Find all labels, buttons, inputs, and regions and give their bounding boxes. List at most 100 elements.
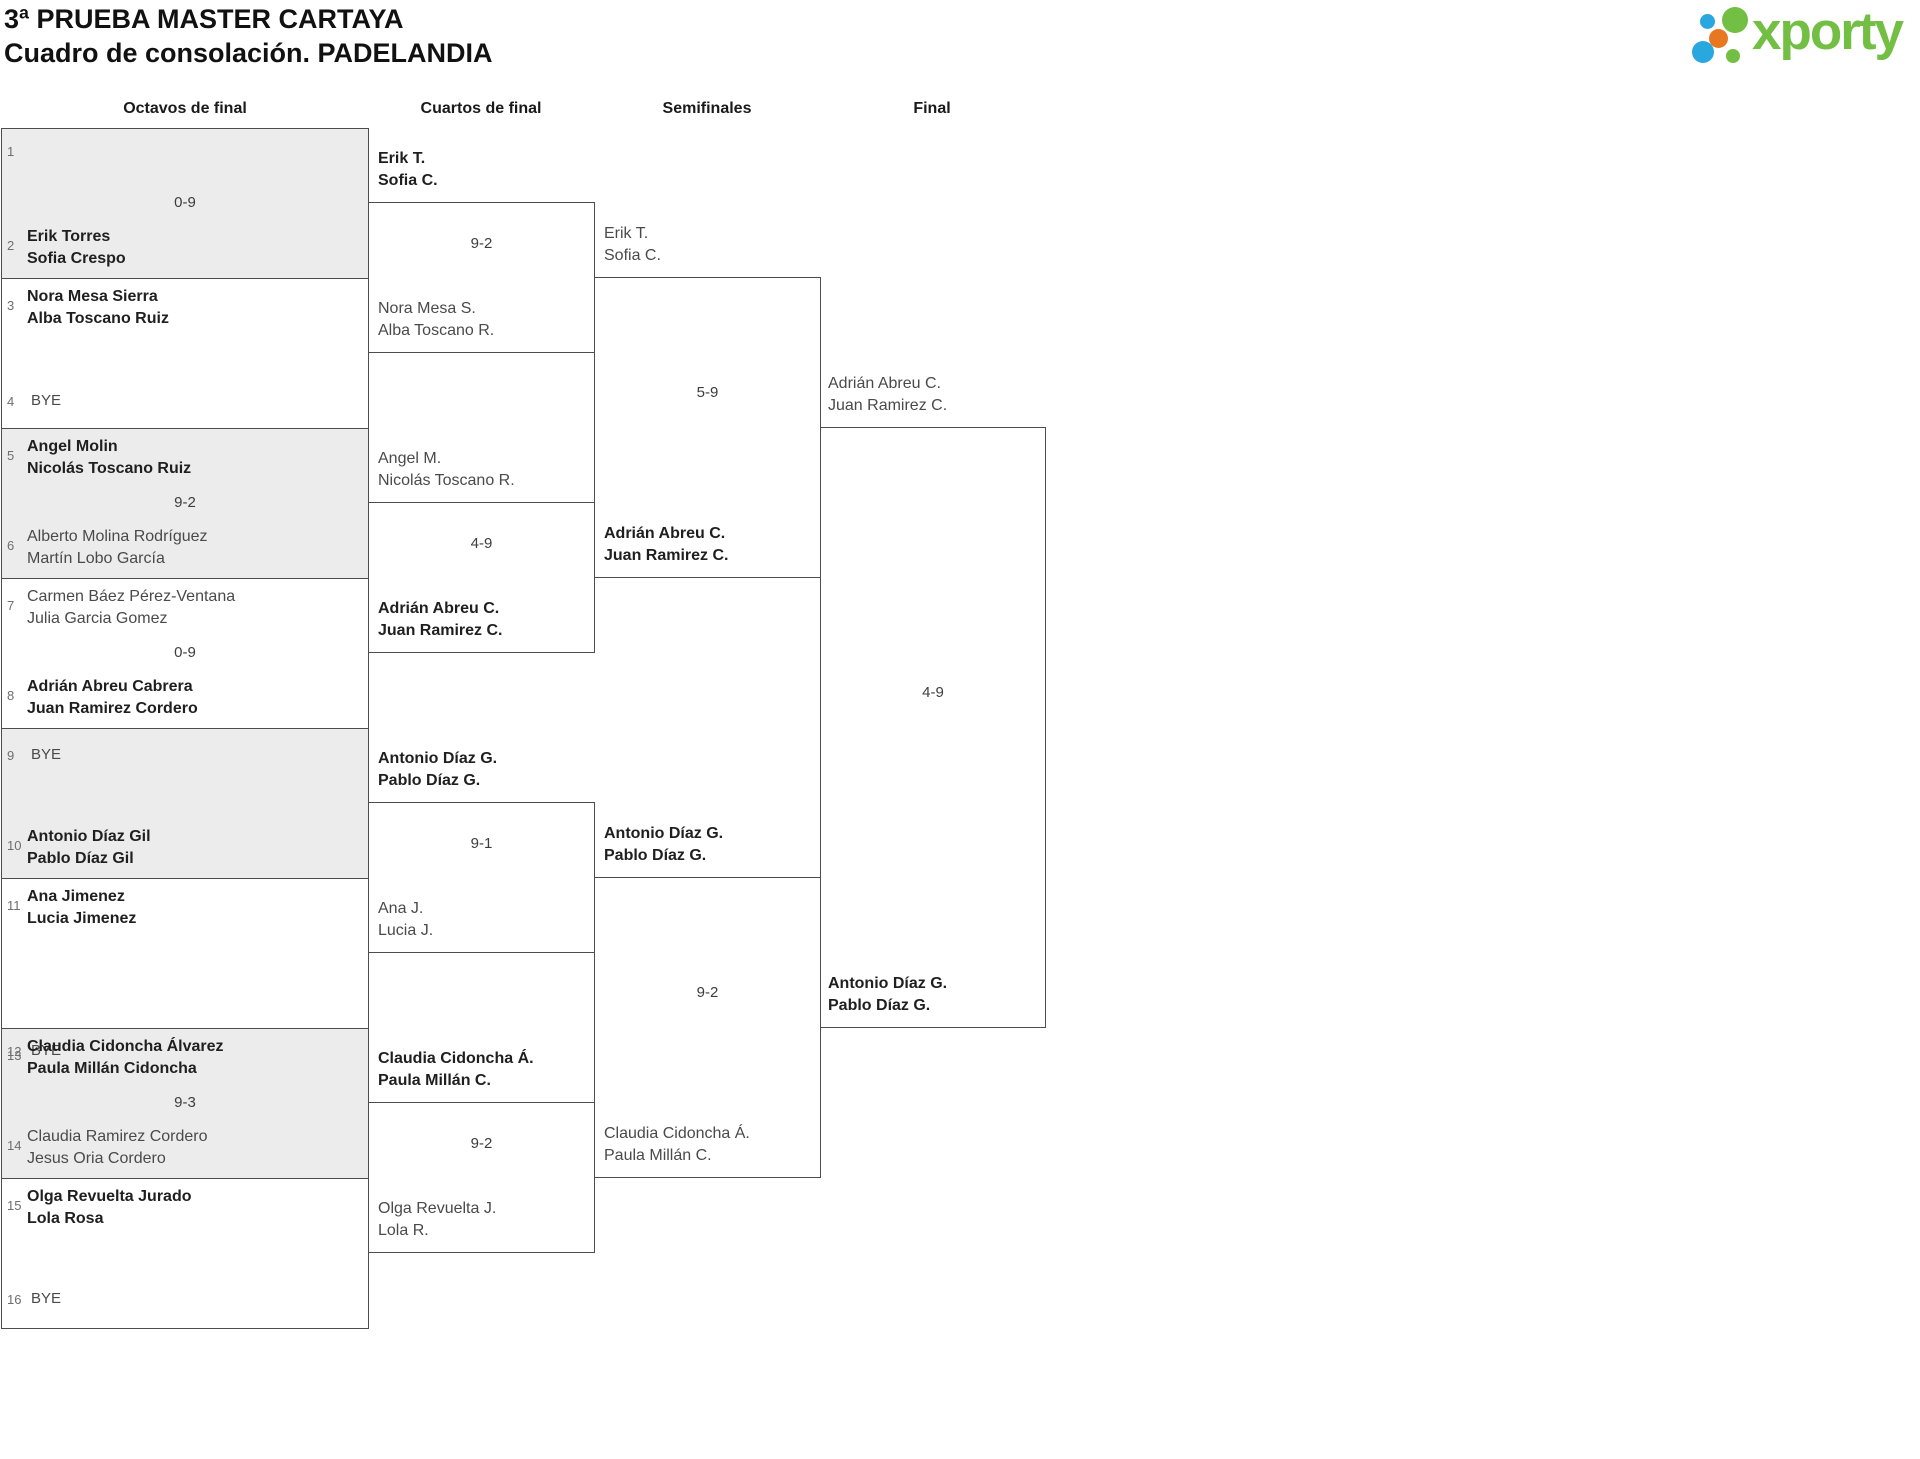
match-score: 0-9 [174, 644, 196, 661]
team-entry: Ana Jimenez Lucia Jimenez [27, 886, 136, 930]
team-entry: Adrián Abreu Cabrera Juan Ramirez Corder… [27, 676, 198, 720]
player-name: Ana J. [378, 900, 424, 917]
team-entry: Claudia Cidoncha Á. Paula Millán C. [604, 1123, 750, 1167]
player-name: Claudia Cidoncha Á. [378, 1050, 534, 1067]
bye-label: BYE [31, 392, 62, 409]
page-title: 3ª PRUEBA MASTER CARTAYA Cuadro de conso… [4, 2, 493, 70]
match-score: 9-1 [470, 835, 493, 852]
match-score: 5-9 [696, 384, 719, 401]
player-name: Antonio Díaz G. [828, 975, 948, 992]
player-name: Adrián Abreu C. [378, 600, 500, 617]
player-name: Lola R. [378, 1222, 429, 1239]
bye-label: BYE [31, 1042, 62, 1059]
player-name: Nora Mesa S. [378, 300, 476, 317]
player-name: Claudia Cidoncha Álvarez [27, 1038, 224, 1055]
player-name: Alba Toscano Ruiz [27, 310, 169, 327]
player-name: Alberto Molina Rodríguez [27, 528, 208, 545]
seed-number: 3 [7, 298, 15, 313]
player-name: Lola Rosa [27, 1210, 104, 1227]
match-score: 9-2 [470, 1135, 493, 1152]
player-name: Olga Revuelta J. [378, 1200, 497, 1217]
seed-number: 12 [7, 1044, 22, 1059]
round-header-cuartos: Cuartos de final [420, 100, 542, 117]
player-name: Lucia Jimenez [27, 910, 137, 927]
match-score: 9-2 [696, 984, 719, 1001]
player-name: Jesus Oria Cordero [27, 1150, 166, 1167]
player-name: Alba Toscano R. [378, 322, 495, 339]
team-entry: Alberto Molina Rodríguez Martín Lobo Gar… [27, 526, 208, 570]
team-entry: Nora Mesa Sierra Alba Toscano Ruiz [27, 286, 169, 330]
team-entry: Carmen Báez Pérez-Ventana Julia Garcia G… [27, 586, 235, 630]
team-entry: Olga Revuelta J. Lola R. [378, 1198, 496, 1242]
team-entry: Adrián Abreu C. Juan Ramirez C. [378, 598, 502, 642]
player-name: Angel Molin [27, 438, 118, 455]
match-score: 9-3 [174, 1094, 196, 1111]
team-entry: Antonio Díaz G. Pablo Díaz G. [828, 973, 947, 1017]
player-name: Adrián Abreu C. [604, 525, 726, 542]
player-name: Nicolás Toscano Ruiz [27, 460, 192, 477]
seed-number: 2 [7, 238, 15, 253]
player-name: Paula Millán Cidoncha [27, 1060, 197, 1077]
player-name: Ana Jimenez [27, 888, 125, 905]
page-title-line2: Cuadro de consolación. PADELANDIA [4, 38, 493, 68]
player-name: Pablo Díaz G. [604, 847, 707, 864]
team-entry: Angel Molin Nicolás Toscano Ruiz [27, 436, 191, 480]
player-name: Pablo Díaz G. [828, 997, 931, 1014]
team-entry: Antonio Díaz G. Pablo Díaz G. [378, 748, 497, 792]
player-name: Juan Ramirez C. [828, 397, 948, 414]
seed-number: 16 [7, 1292, 22, 1307]
player-name: Julia Garcia Gomez [27, 610, 168, 627]
player-name: Sofia C. [378, 172, 438, 189]
seed-number: 14 [7, 1138, 22, 1153]
seed-number: 5 [7, 448, 15, 463]
player-name: Juan Ramirez C. [378, 622, 503, 639]
team-entry: Erik T. Sofia C. [378, 148, 438, 192]
team-entry: Claudia Ramirez Cordero Jesus Oria Corde… [27, 1126, 208, 1170]
player-name: Claudia Ramirez Cordero [27, 1128, 208, 1145]
final-match-box [820, 427, 1046, 1028]
player-name: Paula Millán C. [378, 1072, 491, 1089]
player-name: Olga Revuelta Jurado [27, 1188, 192, 1205]
match-score: 9-2 [174, 494, 196, 511]
player-name: Claudia Cidoncha Á. [604, 1125, 750, 1142]
team-entry: Antonio Díaz Gil Pablo Díaz Gil [27, 826, 151, 870]
match-score: 9-2 [470, 235, 493, 252]
round-header-final: Final [913, 100, 951, 117]
team-entry: Claudia Cidoncha Álvarez Paula Millán Ci… [27, 1036, 224, 1080]
seed-number: 13 [7, 1048, 22, 1063]
seed-number: 7 [7, 598, 15, 613]
bye-label: BYE [31, 746, 62, 763]
player-name: Antonio Díaz G. [604, 825, 724, 842]
player-name: Adrián Abreu Cabrera [27, 678, 193, 695]
player-name: Lucia J. [378, 922, 434, 939]
team-entry: Ana J. Lucia J. [378, 898, 433, 942]
seed-number: 15 [7, 1198, 22, 1213]
player-name: Pablo Díaz G. [378, 772, 481, 789]
player-name: Paula Millán C. [604, 1147, 712, 1164]
team-entry: Adrián Abreu C. Juan Ramirez C. [828, 373, 947, 417]
player-name: Martín Lobo García [27, 550, 165, 567]
team-entry: Angel M. Nicolás Toscano R. [378, 448, 515, 492]
logo-wordmark: xporty [1752, 2, 1904, 61]
player-name: Antonio Díaz G. [378, 750, 498, 767]
seed-number: 9 [7, 748, 15, 763]
logo-dot-orange-icon [1709, 29, 1728, 48]
player-name: Antonio Díaz Gil [27, 828, 151, 845]
team-entry: Erik Torres Sofia Crespo [27, 226, 126, 270]
player-name: Adrián Abreu C. [828, 375, 941, 392]
player-name: Juan Ramirez C. [604, 547, 729, 564]
player-name: Angel M. [378, 450, 442, 467]
round-header-octavos: Octavos de final [123, 100, 247, 117]
seed-number: 6 [7, 538, 15, 553]
player-name: Carmen Báez Pérez-Ventana [27, 588, 236, 605]
team-entry: Antonio Díaz G. Pablo Díaz G. [604, 823, 723, 867]
match-score: 4-9 [470, 535, 493, 552]
round-header-semifinales: Semifinales [662, 100, 752, 117]
logo-dot-blue-large-icon [1692, 41, 1714, 63]
player-name: Juan Ramirez Cordero [27, 700, 198, 717]
seed-number: 4 [7, 394, 15, 409]
team-entry: Nora Mesa S. Alba Toscano R. [378, 298, 494, 342]
player-name: Erik T. [378, 150, 426, 167]
page-title-line1: 3ª PRUEBA MASTER CARTAYA [4, 4, 404, 34]
player-name: Erik Torres [27, 228, 111, 245]
